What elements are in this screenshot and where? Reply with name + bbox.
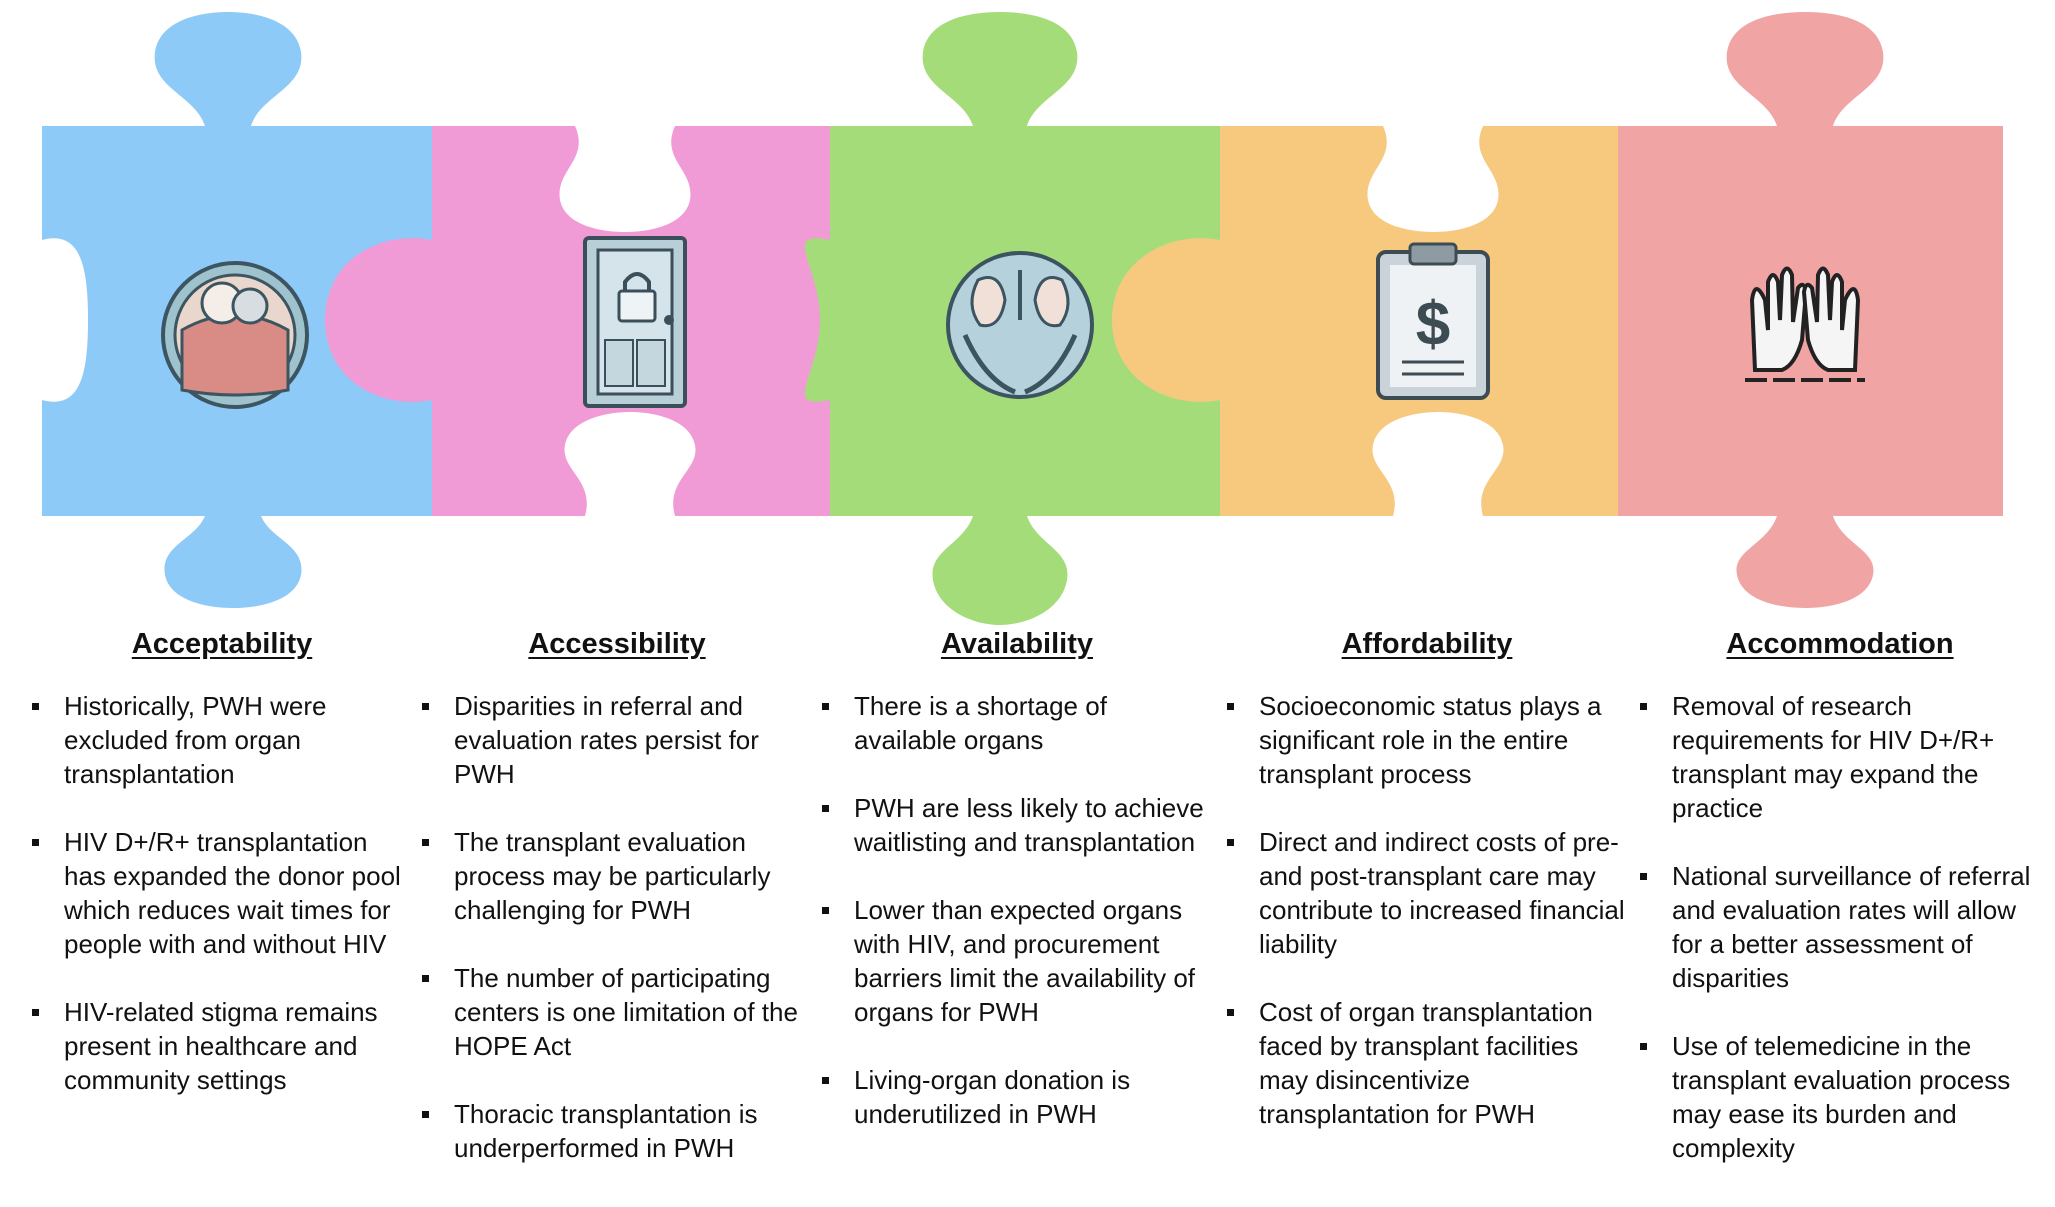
list-item: Socioeconomic status plays a significant… <box>1227 689 1627 791</box>
bullet-list: There is a shortage of available organs … <box>822 689 1212 1131</box>
bullet-list: Socioeconomic status plays a significant… <box>1227 689 1627 1131</box>
list-item: Thoracic transplantation is underperform… <box>422 1097 812 1165</box>
column-title: Accommodation <box>1726 628 1954 660</box>
dollar-clipboard-icon: $ <box>1376 242 1490 400</box>
list-item: Use of telemedicine in the transplant ev… <box>1640 1029 2040 1165</box>
list-item: National surveillance of referral and ev… <box>1640 859 2040 995</box>
column-title: Accessibility <box>528 628 706 660</box>
kidneys-in-hands-icon <box>946 251 1094 399</box>
column-acceptability: Acceptability Historically, PWH were exc… <box>32 628 412 1131</box>
list-item: Cost of organ transplantation faced by t… <box>1227 995 1627 1131</box>
column-title: Affordability <box>1341 628 1513 660</box>
list-item: PWH are less likely to achieve waitlisti… <box>822 791 1212 859</box>
list-item: HIV-related stigma remains present in he… <box>32 995 412 1097</box>
list-item: Removal of research requirements for HIV… <box>1640 689 2040 825</box>
list-item: The number of participating centers is o… <box>422 961 812 1063</box>
column-availability: Availability There is a shortage of avai… <box>822 628 1212 1165</box>
list-item: Historically, PWH were excluded from org… <box>32 689 412 791</box>
puzzle-piece-accessibility <box>325 126 830 516</box>
column-accommodation: Accommodation Removal of research requir… <box>1640 628 2040 1199</box>
list-item: Disparities in referral and evaluation r… <box>422 689 812 791</box>
list-item: The transplant evaluation process may be… <box>422 825 812 927</box>
list-item: HIV D+/R+ transplantation has expanded t… <box>32 825 412 961</box>
bullet-list: Disparities in referral and evaluation r… <box>422 689 812 1165</box>
list-item: Lower than expected organs with HIV, and… <box>822 893 1212 1029</box>
list-item: Living-organ donation is underutilized i… <box>822 1063 1212 1131</box>
bullet-list: Historically, PWH were excluded from org… <box>32 689 412 1097</box>
column-accessibility: Accessibility Disparities in referral an… <box>422 628 812 1199</box>
bullet-list: Removal of research requirements for HIV… <box>1640 689 2040 1165</box>
column-title: Acceptability <box>131 628 313 660</box>
list-item: Direct and indirect costs of pre-and pos… <box>1227 825 1627 961</box>
column-affordability: Affordability Socioeconomic status plays… <box>1227 628 1627 1165</box>
svg-text:$: $ <box>1416 290 1450 359</box>
list-item: There is a shortage of available organs <box>822 689 1212 757</box>
two-people-circle-icon <box>161 261 309 409</box>
open-hands-icon <box>1745 266 1865 382</box>
column-title: Availability <box>940 628 1094 660</box>
puzzle-strip: $ <box>42 12 2003 625</box>
locked-door-icon <box>583 236 687 408</box>
